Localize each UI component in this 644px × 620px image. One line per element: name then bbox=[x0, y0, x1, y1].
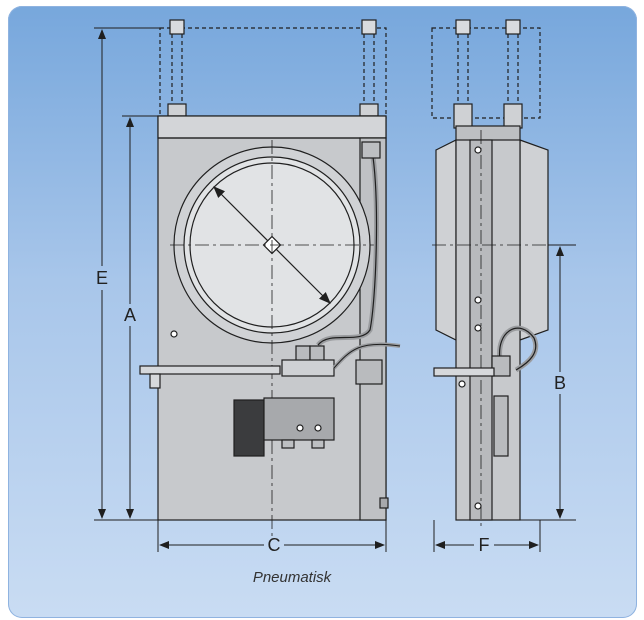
dimension-label-b: B bbox=[554, 373, 566, 393]
top-fitting-right bbox=[359, 19, 379, 117]
dimension-label-c: C bbox=[268, 535, 281, 555]
top-envelope-side bbox=[431, 27, 541, 119]
top-envelope-front bbox=[159, 27, 387, 119]
top-fitting-side-right bbox=[503, 19, 523, 129]
dimension-label-e: E bbox=[96, 268, 108, 288]
top-fitting-left bbox=[167, 19, 187, 117]
solenoid-coil bbox=[233, 399, 265, 457]
solenoid-valve-body bbox=[263, 397, 335, 441]
front-view bbox=[139, 19, 401, 540]
dimension-label-a: A bbox=[124, 305, 136, 325]
dimension-lines bbox=[94, 27, 576, 552]
caption: Pneumatisk bbox=[253, 569, 333, 586]
dimension-label-f: F bbox=[479, 535, 490, 555]
side-view bbox=[431, 19, 560, 530]
top-fitting-side-left bbox=[453, 19, 473, 129]
